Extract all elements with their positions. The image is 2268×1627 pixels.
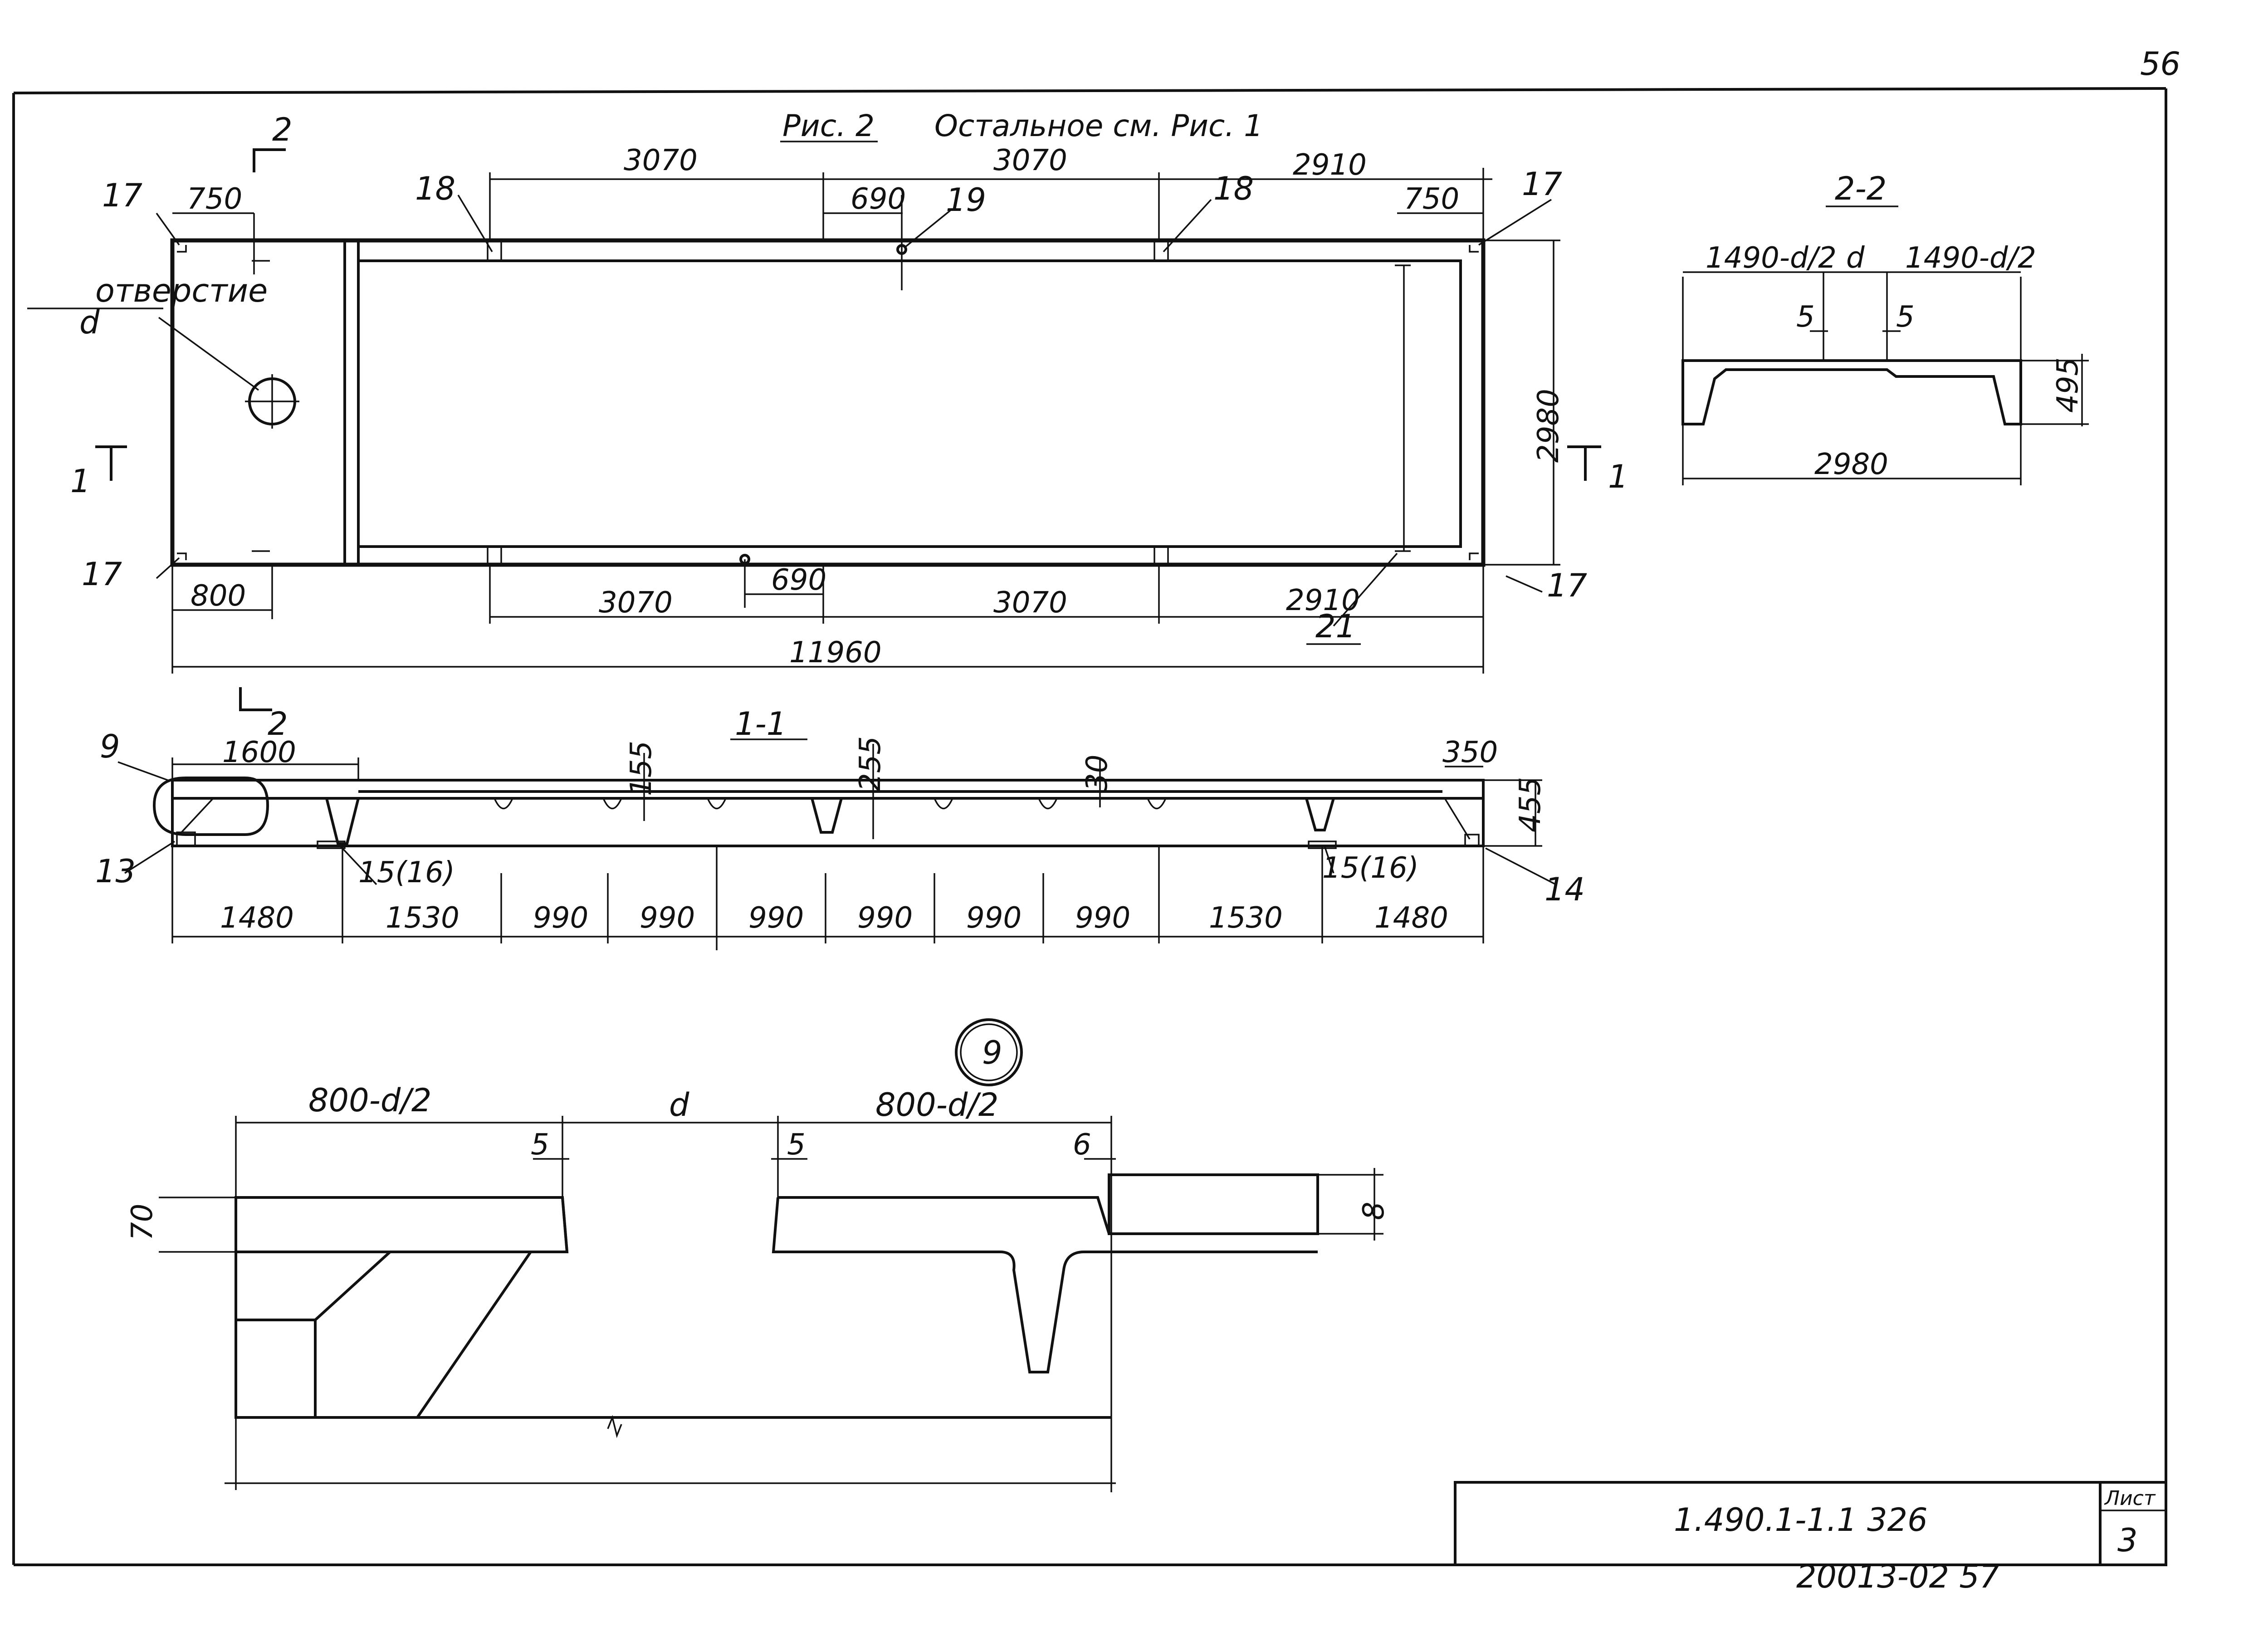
callout-13: 13 <box>95 853 136 890</box>
sec11-bottom-1: 1530 <box>386 901 459 935</box>
det9-dim-left: 800-d/2 <box>308 1082 431 1119</box>
sheet-frame <box>12 87 2167 1566</box>
hole-d-label: d <box>79 304 100 341</box>
sheet-number: 3 <box>2117 1522 2138 1559</box>
det9-dim-d: d <box>669 1086 689 1124</box>
sec22-dim-495: 495 <box>2051 357 2085 413</box>
sec11-bottom-8: 1530 <box>1209 901 1283 935</box>
sec11-dim-350: 350 <box>1442 736 1498 769</box>
plan-overall-length: 11960 <box>789 636 882 669</box>
callout-14: 14 <box>1545 871 1585 908</box>
det9-dim-5-left: 5 <box>531 1128 549 1162</box>
sec11-bottom-9: 1480 <box>1374 901 1448 935</box>
callout-17-top-left: 17 <box>102 177 142 214</box>
sec11-bottom-0: 1480 <box>220 901 294 935</box>
hole-label: отверстие <box>95 272 268 309</box>
archive-number: 20013-02 57 <box>1796 1558 1999 1595</box>
callout-18-right: 18 <box>1213 170 1254 207</box>
sec22-dim-left: 1490-d/2 <box>1706 241 1837 275</box>
plan-dim-2910-top: 2910 <box>1293 148 1367 182</box>
sec22-dim-5-left: 5 <box>1796 300 1815 334</box>
figure-note: Остальное см. Рис. 1 <box>934 108 1263 143</box>
plan-dim-750-right: 750 <box>1404 182 1459 216</box>
sec22-dim-d: d <box>1846 241 1865 275</box>
plan-dim-2910-bottom: 2910 <box>1286 584 1360 617</box>
sec22-dim-2980: 2980 <box>1814 448 1888 481</box>
section-1-1-title: 1-1 <box>735 705 787 743</box>
plan-dim-3070-d: 3070 <box>993 586 1067 620</box>
plan-overall-width: 2980 <box>1532 389 1565 463</box>
doc-code: 1.490.1-1.1 326 <box>1674 1501 1928 1539</box>
plan-view <box>158 195 1486 608</box>
cut-2-top: 2 <box>272 111 293 148</box>
page-number: 56 <box>2140 45 2180 83</box>
plan-dim-3070-b: 3070 <box>993 144 1067 177</box>
section-2-2-title: 2-2 <box>1835 170 1887 207</box>
sec11-bottom-4: 990 <box>748 901 804 935</box>
sec11-bottom-3: 990 <box>640 901 695 935</box>
det9-dim-right: 800-d/2 <box>875 1086 998 1124</box>
callout-17-bottom-right: 17 <box>1547 567 1587 604</box>
plan-dim-690-bottom: 690 <box>771 563 826 597</box>
det9-dim-70: 70 <box>126 1204 159 1241</box>
callout-9: 9 <box>100 728 120 765</box>
det9-dim-6: 6 <box>1073 1128 1091 1162</box>
det9-dim-5-right: 5 <box>787 1128 806 1162</box>
callout-15-16-left: 15(16) <box>358 856 455 889</box>
sec11-dim-455: 455 <box>1514 777 1547 832</box>
cut-2-bottom: 2 <box>268 705 288 743</box>
sec11-bottom-2: 990 <box>533 901 588 935</box>
plan-dim-3070-a: 3070 <box>624 144 698 177</box>
cut-1-right: 1 <box>1608 458 1628 495</box>
plan-dimensions <box>95 148 1601 711</box>
callout-18-left: 18 <box>415 170 455 207</box>
callout-17-bottom-left: 17 <box>82 556 122 593</box>
callout-15-16-right: 15(16) <box>1322 851 1419 885</box>
detail-9-dimensions <box>159 1116 1383 1492</box>
plan-dim-690-top: 690 <box>850 182 906 216</box>
sec11-bottom-7: 990 <box>1075 901 1130 935</box>
sec11-bottom-6: 990 <box>966 901 1022 935</box>
sheet-label: Лист <box>2104 1487 2156 1510</box>
callout-17-top-right: 17 <box>1522 166 1562 203</box>
sec11-dim-255: 255 <box>854 736 887 792</box>
detail-9 <box>235 1018 1319 1438</box>
sec11-dim-155: 155 <box>625 741 658 796</box>
section-1-1 <box>152 777 1485 849</box>
det9-dim-8: 8 <box>1357 1202 1391 1220</box>
plan-dim-800: 800 <box>191 579 246 613</box>
sec22-dim-5-right: 5 <box>1896 300 1915 334</box>
callout-21: 21 <box>1315 608 1356 645</box>
sec22-dim-right: 1490-d/2 <box>1905 241 2036 275</box>
section-2-2 <box>1681 271 2089 485</box>
cut-1-left: 1 <box>70 463 91 500</box>
section-1-1-dimensions <box>117 744 1556 950</box>
figure-title: Рис. 2 <box>782 108 875 143</box>
detail-9-marker: 9 <box>982 1034 1002 1071</box>
plan-dim-750-left: 750 <box>187 182 242 216</box>
plan-dim-3070-c: 3070 <box>599 586 673 620</box>
callout-19: 19 <box>946 181 986 219</box>
title-block <box>1454 1481 2167 1566</box>
sec11-dim-1600: 1600 <box>222 736 296 769</box>
sec11-bottom-5: 990 <box>857 901 913 935</box>
sec11-dim-30: 30 <box>1080 755 1114 792</box>
